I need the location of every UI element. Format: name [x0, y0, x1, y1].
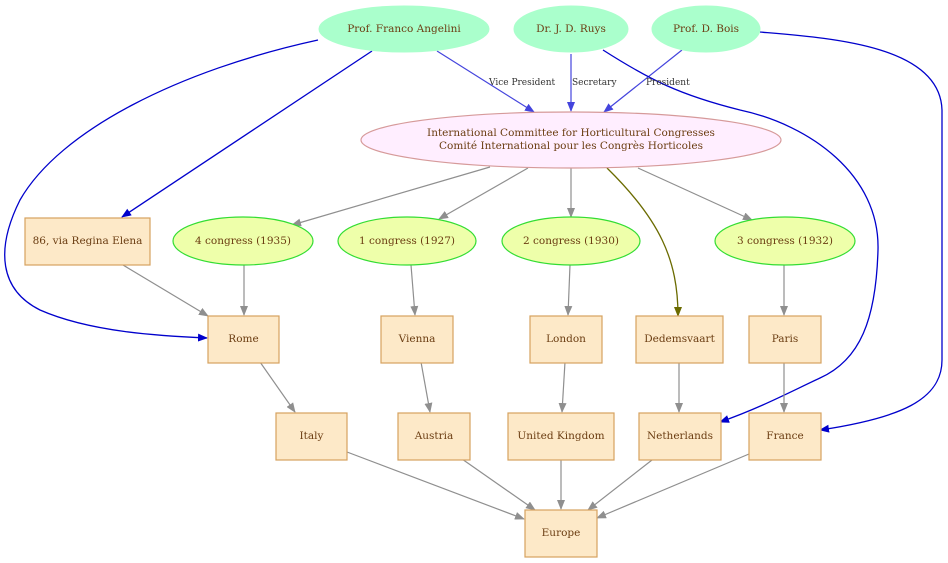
committee-label-english: International Committee for Horticultura…	[427, 127, 715, 139]
rome-label: Rome	[228, 333, 258, 345]
place-node-shape	[507, 412, 615, 461]
committee-node-shape	[360, 111, 782, 169]
place-node-shape	[207, 315, 280, 364]
edge-bois-committee	[603, 49, 683, 113]
place-node-shape	[529, 315, 603, 364]
node-congress2[interactable]: 2 congress (1930)	[501, 216, 641, 266]
congress-node-shape	[501, 216, 641, 266]
place-node-shape	[397, 412, 471, 461]
node-congress4[interactable]: 4 congress (1935)	[172, 216, 314, 266]
london-label: London	[546, 333, 586, 345]
place-node-shape	[748, 412, 822, 461]
node-angelini[interactable]: Prof. Franco Angelini	[318, 5, 490, 53]
bois-label: Prof. D. Bois	[673, 23, 739, 35]
italy-label: Italy	[300, 430, 324, 442]
place-node-shape	[380, 315, 454, 364]
europe-label: Europe	[542, 527, 581, 539]
edge-rome-italy	[259, 361, 296, 413]
edge-london-uk	[558, 361, 567, 413]
edge-bois-france	[759, 31, 943, 433]
edge-committee-congress4	[291, 166, 491, 227]
congress1-label: 1 congress (1927)	[359, 235, 455, 247]
edge-congress1-vienna	[410, 264, 419, 316]
node-london[interactable]: London	[529, 315, 603, 364]
person-node-shape	[513, 5, 629, 53]
congress-node-shape	[337, 216, 477, 266]
congress3-label: 3 congress (1932)	[737, 235, 833, 247]
edge-italy-europe	[346, 451, 525, 520]
angelini-label: Prof. Franco Angelini	[347, 23, 461, 35]
edges	[4, 31, 943, 520]
place-node-shape	[275, 412, 348, 461]
edge-angelini-via-regina	[121, 50, 373, 218]
node-paris[interactable]: Paris	[748, 315, 822, 364]
node-dedemsvaart[interactable]: Dedemsvaart	[635, 315, 724, 364]
place-node-shape	[635, 315, 724, 364]
congress2-label: 2 congress (1930)	[523, 235, 619, 247]
edge-angelini-committee	[436, 50, 535, 113]
edge-austria-europe	[461, 458, 536, 511]
place-node-shape	[638, 412, 722, 461]
congress-node-shape	[172, 216, 314, 266]
edge-angelini-rome	[4, 39, 319, 342]
committee-label-french: Comité International pour les Congrès Ho…	[439, 140, 703, 152]
france-label: France	[766, 430, 803, 442]
edge-committee-dedemsvaart	[606, 167, 682, 317]
president-label: President	[646, 78, 690, 88]
edge-france-europe	[596, 453, 750, 519]
paris-label: Paris	[772, 333, 799, 345]
node-france[interactable]: France	[748, 412, 822, 461]
node-netherlands[interactable]: Netherlands	[638, 412, 722, 461]
secretary-label: Secretary	[572, 78, 617, 88]
node-europe[interactable]: Europe	[524, 509, 598, 558]
congress4-label: 4 congress (1935)	[195, 235, 291, 247]
node-bois[interactable]: Prof. D. Bois	[651, 5, 761, 53]
ruys-label: Dr. J. D. Ruys	[536, 23, 606, 35]
place-node-shape	[24, 217, 151, 266]
node-ruys[interactable]: Dr. J. D. Ruys	[513, 5, 629, 53]
place-node-shape	[748, 315, 822, 364]
congress-node-shape	[714, 216, 856, 266]
vice-president-label: Vice President	[488, 78, 556, 88]
austria-label: Austria	[414, 430, 454, 442]
edge-via-regina-rome	[122, 264, 209, 317]
person-node-shape	[651, 5, 761, 53]
node-italy[interactable]: Italy	[275, 412, 348, 461]
edge-vienna-austria	[420, 361, 433, 413]
node-congress3[interactable]: 3 congress (1932)	[714, 216, 856, 266]
netherlands-label: Netherlands	[647, 430, 713, 442]
node-uk[interactable]: United Kingdom	[507, 412, 615, 461]
edge-committee-congress1	[438, 167, 529, 220]
dedemsvaart-label: Dedemsvaart	[644, 333, 715, 345]
place-node-shape	[524, 509, 598, 558]
vienna-label: Vienna	[398, 333, 436, 345]
edge-committee-congress3	[637, 167, 753, 221]
edge-netherlands-europe	[587, 459, 653, 511]
node-congress1[interactable]: 1 congress (1927)	[337, 216, 477, 266]
edge-ruys-netherlands	[602, 49, 879, 423]
node-austria[interactable]: Austria	[397, 412, 471, 461]
via-regina-label: 86, via Regina Elena	[33, 235, 143, 247]
person-node-shape	[318, 5, 490, 53]
edge-labels: Vice President Secretary President	[488, 78, 690, 88]
node-rome[interactable]: Rome	[207, 315, 280, 364]
node-vienna[interactable]: Vienna	[380, 315, 454, 364]
node-committee[interactable]: International Committee for Horticultura…	[360, 111, 782, 169]
edge-congress2-london	[564, 264, 573, 316]
uk-label: United Kingdom	[517, 430, 604, 442]
node-via-regina[interactable]: 86, via Regina Elena	[24, 217, 151, 266]
